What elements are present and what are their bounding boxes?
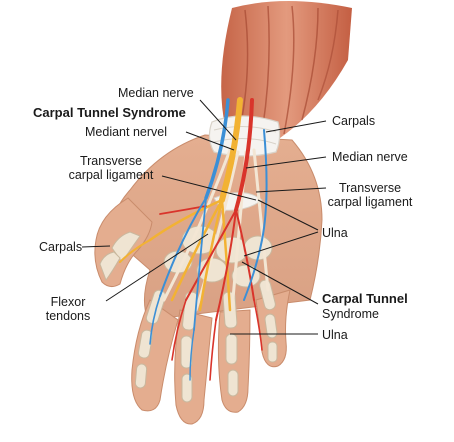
- label-flexor-line1: Flexor: [50, 295, 86, 309]
- label-transverse-right-line1: Transverse: [338, 181, 402, 195]
- flexor-tendons: [162, 148, 270, 312]
- label-median-nerve-right: Median nerve: [332, 150, 408, 164]
- veins: [149, 98, 268, 381]
- label-mediant-nervel: Mediant nervel: [85, 125, 167, 139]
- label-flexor-line2: tendons: [45, 309, 91, 323]
- label-ulna-right: Ulna: [322, 226, 348, 240]
- arteries: [159, 98, 263, 381]
- label-carpals-left: Carpals: [39, 240, 83, 254]
- label-carpal-tunnel-line1: Carpal Tunnel: [322, 291, 408, 306]
- leader-lines: [81, 99, 327, 335]
- label-carpals-right: Carpals: [332, 114, 376, 128]
- label-transverse-left-line1: Transverse: [79, 154, 143, 168]
- diagram-title: Carpal Tunnel Syndrome: [33, 105, 186, 120]
- label-transverse-left-line2: carpal ligament: [68, 168, 154, 182]
- label-median-nerve-top: Median nerve: [118, 86, 194, 100]
- label-transverse-right-line2: carpal ligament: [327, 195, 413, 209]
- label-ulna-bottom: Ulna: [322, 328, 348, 342]
- label-carpal-tunnel-line2: Syndrome: [322, 307, 379, 321]
- hand-bones: [99, 225, 278, 403]
